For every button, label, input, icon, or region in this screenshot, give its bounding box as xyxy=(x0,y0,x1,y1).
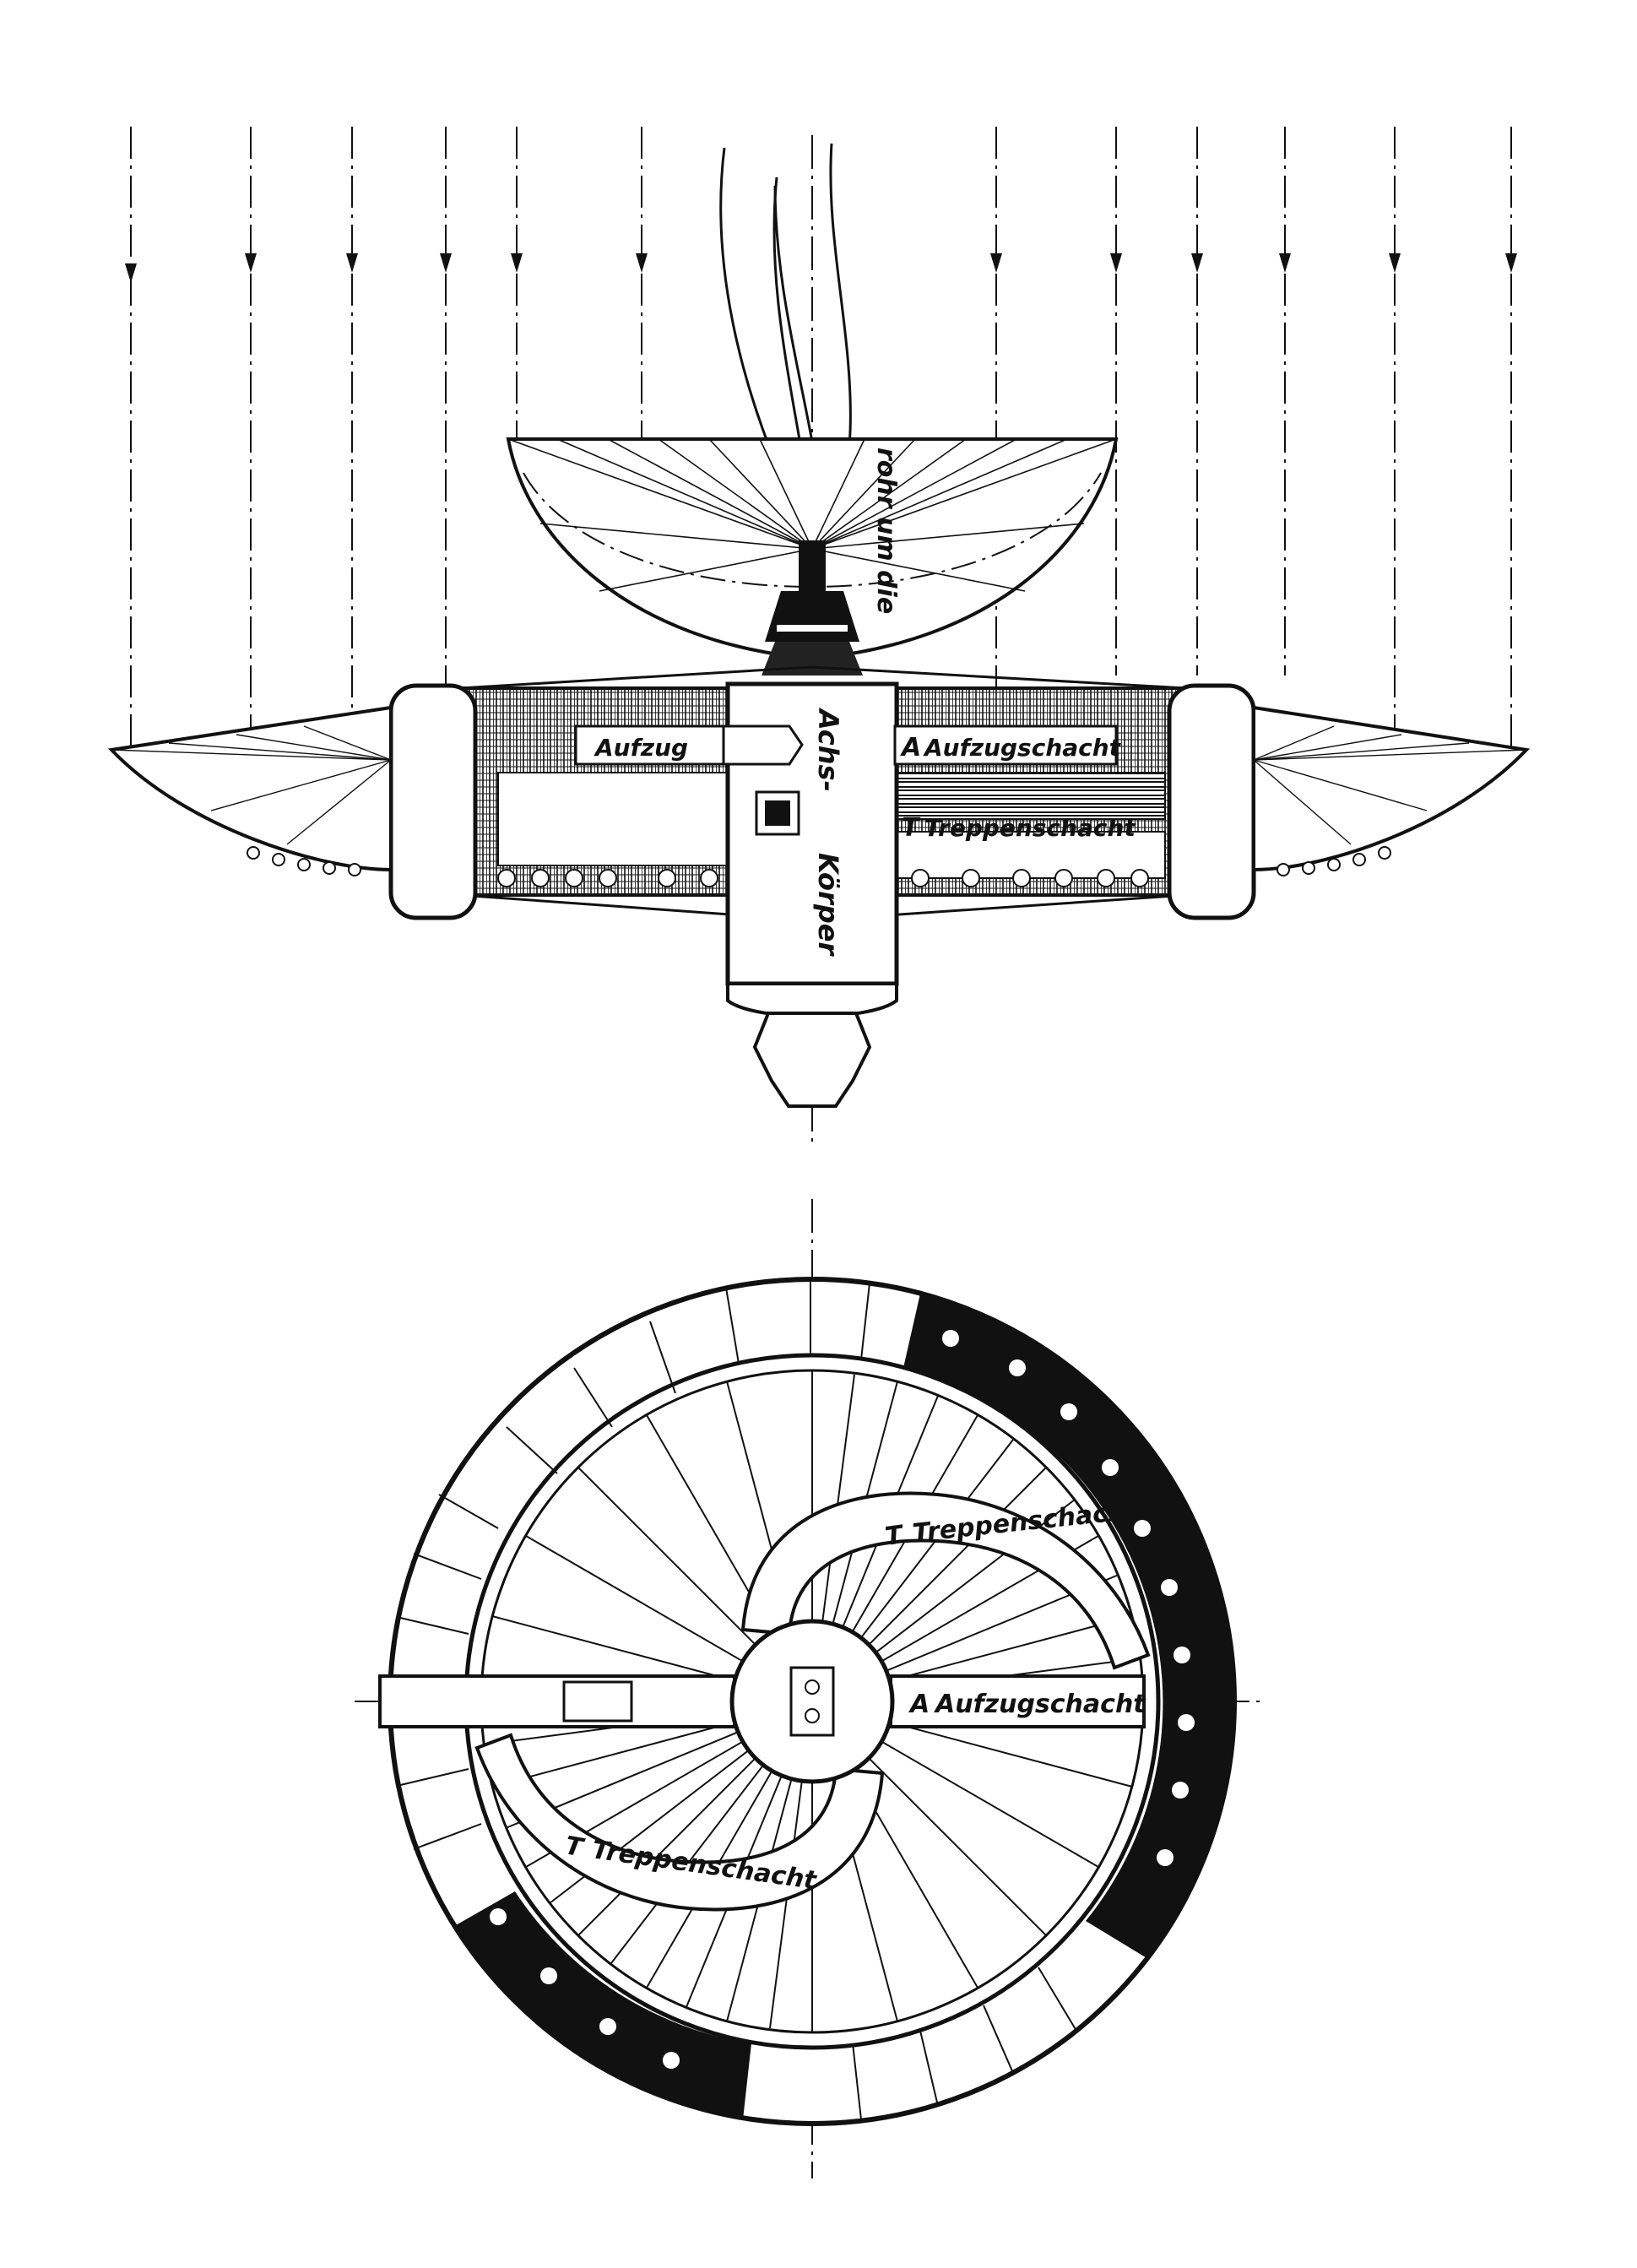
achs-label-1: Achs- xyxy=(812,707,844,792)
aufzug-label: Aufzug xyxy=(594,734,688,762)
aufzugschacht-marker: A xyxy=(900,733,921,762)
treppenschacht-label: Treppenschacht xyxy=(924,814,1136,842)
side-mirror-right xyxy=(1252,705,1531,876)
dark-band-right xyxy=(903,1294,1236,1959)
hub-port-top xyxy=(805,1679,820,1695)
plan-aufzugschacht-label: Aufzugschacht xyxy=(934,1690,1146,1719)
plan-aufzugschacht-marker: A xyxy=(908,1690,930,1719)
aufzugschacht-strip xyxy=(893,724,1118,766)
stair-shaft-lower xyxy=(474,1733,885,1912)
elevation-view: rohr um die xyxy=(107,127,1531,1148)
hub-port-bottom xyxy=(805,1708,820,1723)
treppenschacht-marker: T xyxy=(902,813,921,843)
sunlight-rays xyxy=(130,127,1512,760)
achs-label-2: Körper xyxy=(812,853,844,957)
elevator-shaft-right xyxy=(889,1674,1146,1728)
aufzugschacht-label: Aufzugschacht xyxy=(923,734,1122,762)
side-mirror-left xyxy=(107,705,393,876)
axial-body xyxy=(725,681,899,1108)
elevator-shaft-left xyxy=(378,1674,736,1728)
mast xyxy=(762,540,863,676)
ring-rooms xyxy=(396,1279,1077,2120)
plan-view: T Treppenschacht A Aufzugschacht T Trepp… xyxy=(355,1199,1266,2178)
elevator-car xyxy=(562,1680,633,1723)
portholes xyxy=(490,1330,1195,2069)
hub-core xyxy=(789,1666,835,1737)
mast-label: rohr um die xyxy=(871,448,901,614)
stair-shaft-upper xyxy=(740,1491,1151,1670)
aufzug-box xyxy=(574,724,804,766)
ray-arrowheads xyxy=(125,253,1517,283)
